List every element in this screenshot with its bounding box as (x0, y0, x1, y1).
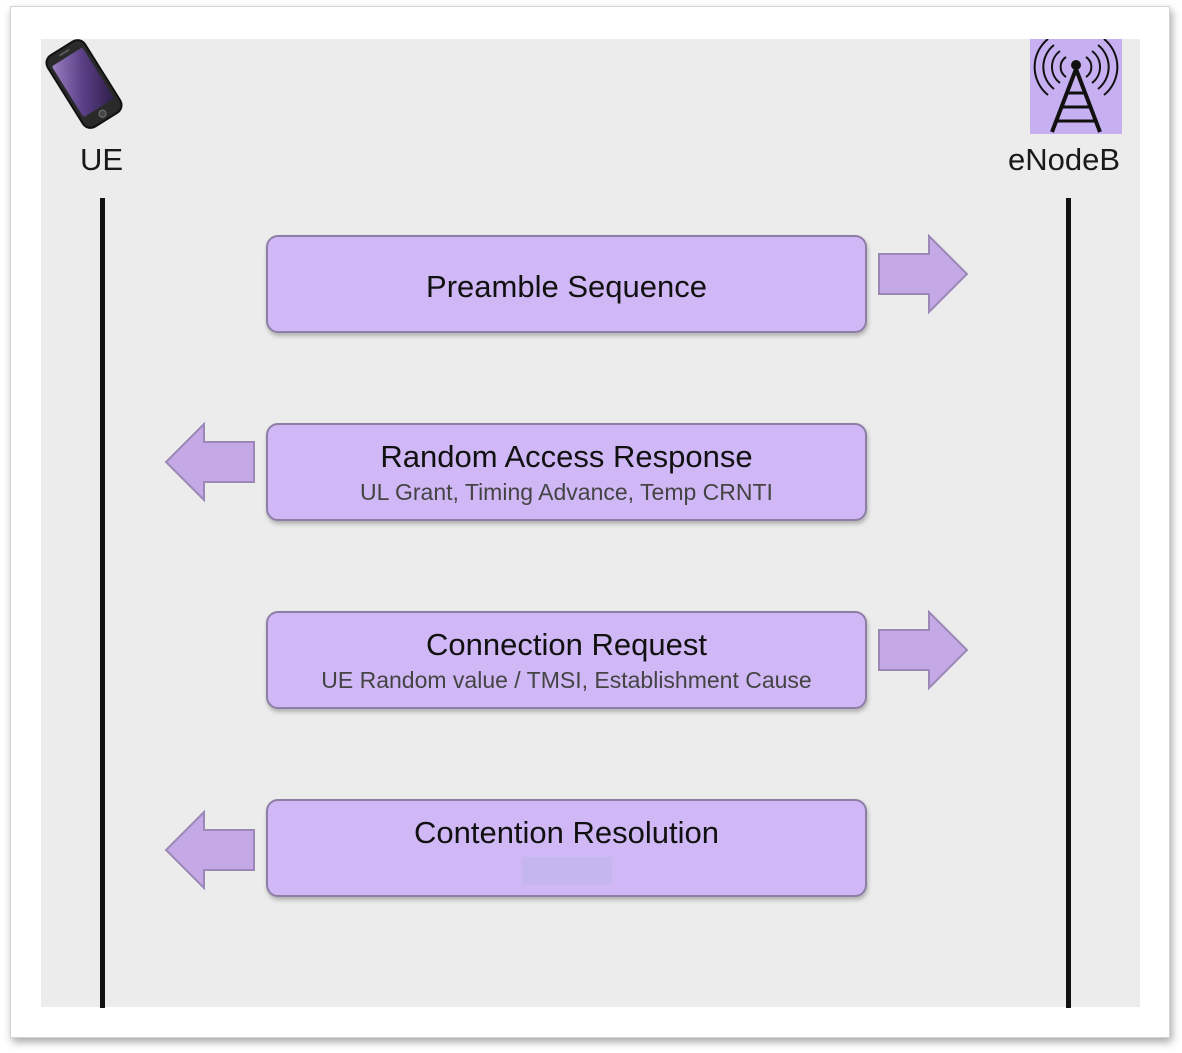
enodeb-lifeline (1066, 198, 1071, 1008)
message-title: Contention Resolution (413, 815, 720, 850)
redacted-subtitle (521, 857, 612, 885)
arrow-left-icon (164, 422, 255, 502)
message-subtitle: UL Grant, Timing Advance, Temp CRNTI (360, 479, 773, 505)
message-random-access-response: Random Access Response UL Grant, Timing … (266, 423, 867, 521)
message-connection-request: Connection Request UE Random value / TMS… (266, 611, 867, 709)
ue-lifeline (100, 198, 105, 1008)
ue-label: UE (80, 142, 124, 177)
message-title: Connection Request (426, 627, 707, 662)
message-title: Preamble Sequence (426, 269, 707, 304)
message-subtitle: UE Random value / TMSI, Establishment Ca… (321, 667, 812, 693)
enodeb-label: eNodeB (1008, 142, 1121, 177)
mobile-phone-icon (45, 39, 123, 129)
arrow-left-icon (164, 810, 255, 890)
arrow-right-icon (878, 610, 969, 690)
message-title: Random Access Response (380, 439, 753, 474)
arrow-right-icon (878, 234, 969, 314)
message-preamble-sequence: Preamble Sequence (266, 235, 867, 333)
message-contention-resolution: Contention Resolution (266, 799, 867, 897)
radio-tower-icon (1030, 39, 1122, 134)
